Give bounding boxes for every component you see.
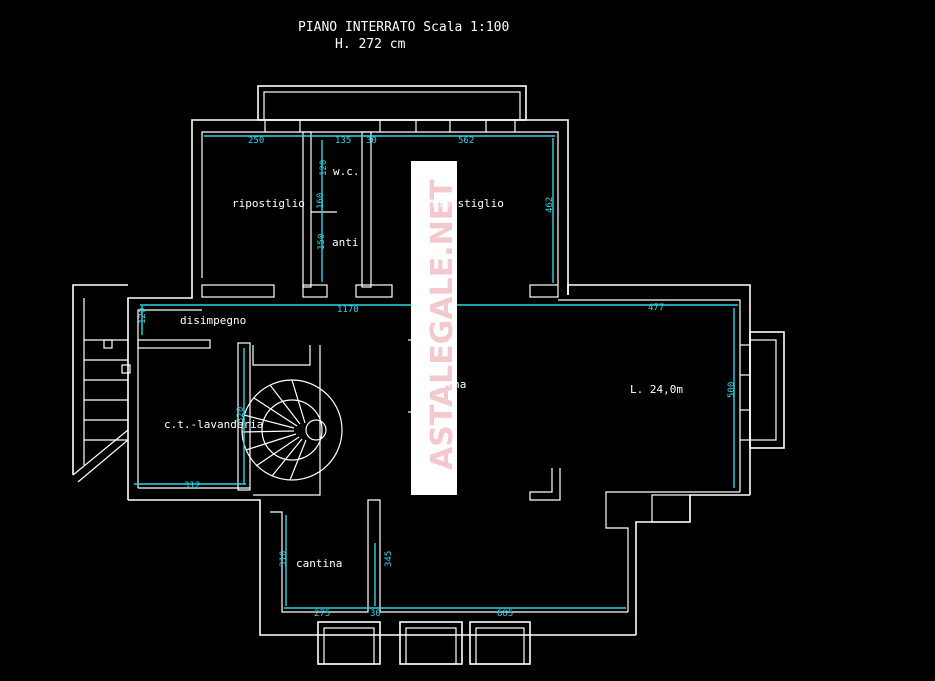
watermark-text: ASTALEGALE.NET xyxy=(425,179,460,470)
room-cantina: cantina xyxy=(296,557,342,570)
room-disimpegno: disimpegno xyxy=(180,314,246,327)
dim-477: 477 xyxy=(648,303,664,313)
right-bay-inner xyxy=(749,339,777,441)
top-bay-inner xyxy=(263,91,521,121)
dim-150: 150 xyxy=(317,234,327,250)
top-bay-outer xyxy=(257,85,527,121)
dim-320: 320 xyxy=(236,407,246,423)
room-locale-right: L. 24,0m xyxy=(630,383,683,396)
bottom-outer-wall xyxy=(128,499,636,636)
right-inner-wall xyxy=(558,299,741,492)
dim-462: 462 xyxy=(545,197,555,213)
wc-partition xyxy=(302,131,312,288)
dimension-labels: 250 135 30 562 1170 477 120 160 150 462 … xyxy=(138,136,737,619)
wall-segment xyxy=(529,284,559,298)
room-ripostiglio-right: ripostiglio xyxy=(431,197,504,210)
dim-562: 562 xyxy=(458,136,474,146)
watermark: ASTALEGALE.NET xyxy=(411,161,460,495)
spiral-staircase xyxy=(241,379,343,481)
dim-685: 685 xyxy=(497,609,513,619)
room-ripostiglio-left: ripostiglio xyxy=(232,197,305,210)
dim-250: 250 xyxy=(248,136,264,146)
room-wc: w.c. xyxy=(333,165,360,178)
bottom-inner-wall xyxy=(270,499,628,613)
riposto-partition xyxy=(361,131,372,288)
walls xyxy=(72,85,785,665)
wall-segment xyxy=(355,284,393,298)
wall-segment xyxy=(302,284,328,298)
dim-500: 500 xyxy=(727,382,737,398)
room-anti: anti xyxy=(332,236,359,249)
dim-312: 312 xyxy=(184,481,200,491)
external-stair-wall xyxy=(72,284,128,475)
dim-160: 160 xyxy=(316,193,326,209)
dim-275: 275 xyxy=(314,609,330,619)
room-lavanderia: c.t.-lavanderia xyxy=(164,418,263,431)
lower-right-wall xyxy=(635,494,750,635)
wall-segment xyxy=(201,284,275,298)
dim-30-bottom: 30 xyxy=(370,609,381,619)
left-inner-wall xyxy=(137,309,202,488)
dim-345: 345 xyxy=(384,551,394,567)
dim-1170: 1170 xyxy=(337,305,359,315)
lower-right-inner xyxy=(605,491,740,612)
right-bay-outer xyxy=(749,331,785,449)
dim-135: 135 xyxy=(335,136,351,146)
disimpegno-partition xyxy=(137,339,211,349)
watermark-band xyxy=(411,161,457,495)
plan-title: PIANO INTERRATO Scala 1:100 xyxy=(298,20,509,35)
left-outer-wall xyxy=(127,285,193,500)
dim-120: 120 xyxy=(319,160,329,176)
dim-120-left: 120 xyxy=(138,308,148,324)
room-taverna: taverna xyxy=(420,378,466,391)
dim-310: 310 xyxy=(279,551,289,567)
dim-30-top: 30 xyxy=(366,136,377,146)
plan-height: H. 272 cm xyxy=(335,37,406,52)
room-labels: ripostiglio w.c. anti ripostiglio disimp… xyxy=(164,165,683,570)
